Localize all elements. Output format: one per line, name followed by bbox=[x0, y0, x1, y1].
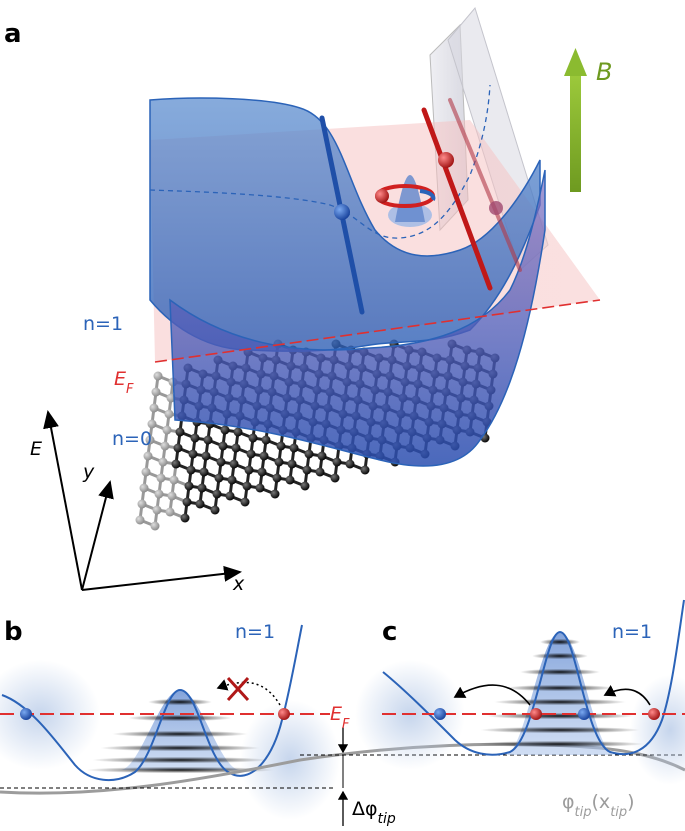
b-field-arrow bbox=[564, 48, 587, 192]
blocked-cross bbox=[226, 676, 250, 702]
hop-arrow-right bbox=[603, 684, 651, 706]
panel-a-label: a bbox=[4, 19, 22, 49]
axis-label-e: E bbox=[30, 438, 42, 460]
red-ball bbox=[375, 189, 389, 203]
state-dot-red-b bbox=[278, 708, 290, 720]
potential-curve-b bbox=[1, 624, 303, 782]
hop-arrow-left bbox=[453, 684, 531, 706]
energy-surface-n0 bbox=[169, 169, 546, 467]
label-tip-potential: φtip(xtip) bbox=[562, 791, 635, 820]
panel-c: c n=1 φtip(xtip) bbox=[355, 599, 685, 820]
label-n1-a: n=1 bbox=[83, 313, 123, 335]
state-dot-blue-b bbox=[20, 708, 32, 720]
b-field-label: B bbox=[596, 58, 612, 86]
fermi-line-a bbox=[154, 299, 601, 363]
state-dot-red-c2 bbox=[648, 708, 660, 720]
axis-label-x: x bbox=[232, 573, 245, 595]
faded-stick bbox=[448, 98, 522, 272]
panel-c-label: c bbox=[382, 617, 397, 647]
label-n1-c: n=1 bbox=[612, 621, 652, 643]
state-dot-blue-c2 bbox=[578, 708, 590, 720]
axis-label-y: y bbox=[82, 461, 95, 483]
blue-stick bbox=[319, 115, 365, 315]
red-stick bbox=[421, 107, 493, 291]
label-ef-a: EF bbox=[114, 368, 134, 397]
label-n1-b: n=1 bbox=[235, 621, 275, 643]
label-delta-phi: Δφtip bbox=[352, 798, 396, 827]
tip-bump bbox=[375, 175, 436, 227]
axes-3d bbox=[43, 410, 242, 591]
panel-b-label: b bbox=[4, 617, 23, 647]
label-n0-a: n=0 bbox=[112, 428, 152, 450]
state-stripes-b bbox=[86, 698, 274, 774]
panel-a: a bbox=[4, 6, 612, 595]
potential-curve-c bbox=[382, 599, 685, 756]
state-dot-blue-c1 bbox=[434, 708, 446, 720]
state-dot-red-c1 bbox=[530, 708, 542, 720]
label-ef-b: EF bbox=[330, 703, 350, 732]
dashed-level-line bbox=[149, 84, 491, 239]
